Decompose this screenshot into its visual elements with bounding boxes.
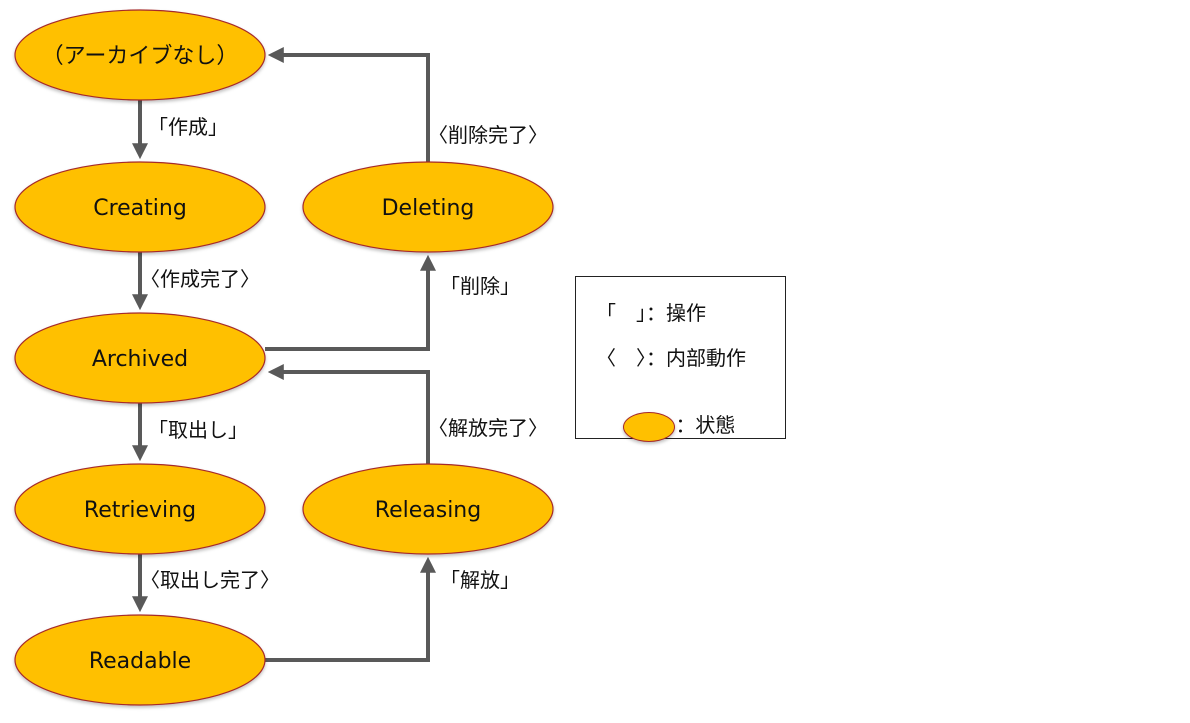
edge-label-create: 「作成」 bbox=[148, 115, 228, 139]
edge-label-retrieve-done: 〈取出し完了〉 bbox=[140, 568, 280, 592]
edge-label-release: 「解放」 bbox=[440, 568, 520, 592]
legend-internal: 〈 〉：内部動作 bbox=[596, 346, 746, 370]
state-readable bbox=[14, 614, 266, 706]
state-deleting bbox=[302, 161, 554, 253]
state-creating bbox=[14, 161, 266, 253]
edge-deleting-to-none bbox=[267, 47, 430, 162]
state-label-deleting: Deleting bbox=[382, 196, 475, 221]
state-releasing bbox=[302, 463, 554, 555]
state-label-releasing: Releasing bbox=[375, 498, 481, 523]
state-label-retrieving: Retrieving bbox=[84, 498, 196, 523]
edge-label-delete-done: 〈削除完了〉 bbox=[428, 123, 548, 147]
legend-state: ：状態 bbox=[598, 385, 735, 466]
state-label-archived: Archived bbox=[92, 347, 188, 372]
edge-archived-to-deleting bbox=[265, 254, 436, 351]
state-label-no-archive: （アーカイブなし） bbox=[42, 44, 239, 69]
edge-releasing-to-archived bbox=[267, 364, 430, 464]
state-label-creating: Creating bbox=[93, 196, 187, 221]
edge-readable-to-releasing bbox=[265, 556, 436, 662]
edge-label-retrieve: 「取出し」 bbox=[148, 418, 248, 442]
state-label-readable: Readable bbox=[89, 649, 191, 674]
edge-label-delete: 「削除」 bbox=[440, 274, 520, 298]
legend: 「 」：操作 〈 〉：内部動作 ：状態 bbox=[575, 276, 786, 442]
state-retrieving bbox=[14, 463, 266, 555]
state-archived bbox=[14, 312, 266, 404]
state-ellipse-icon bbox=[623, 411, 676, 442]
edge-label-release-done: 〈解放完了〉 bbox=[428, 416, 548, 440]
edge-label-create-done: 〈作成完了〉 bbox=[140, 267, 260, 291]
legend-operation: 「 」：操作 bbox=[596, 301, 706, 325]
legend-state-label: ：状態 bbox=[675, 413, 736, 437]
state-no-archive bbox=[14, 9, 266, 101]
